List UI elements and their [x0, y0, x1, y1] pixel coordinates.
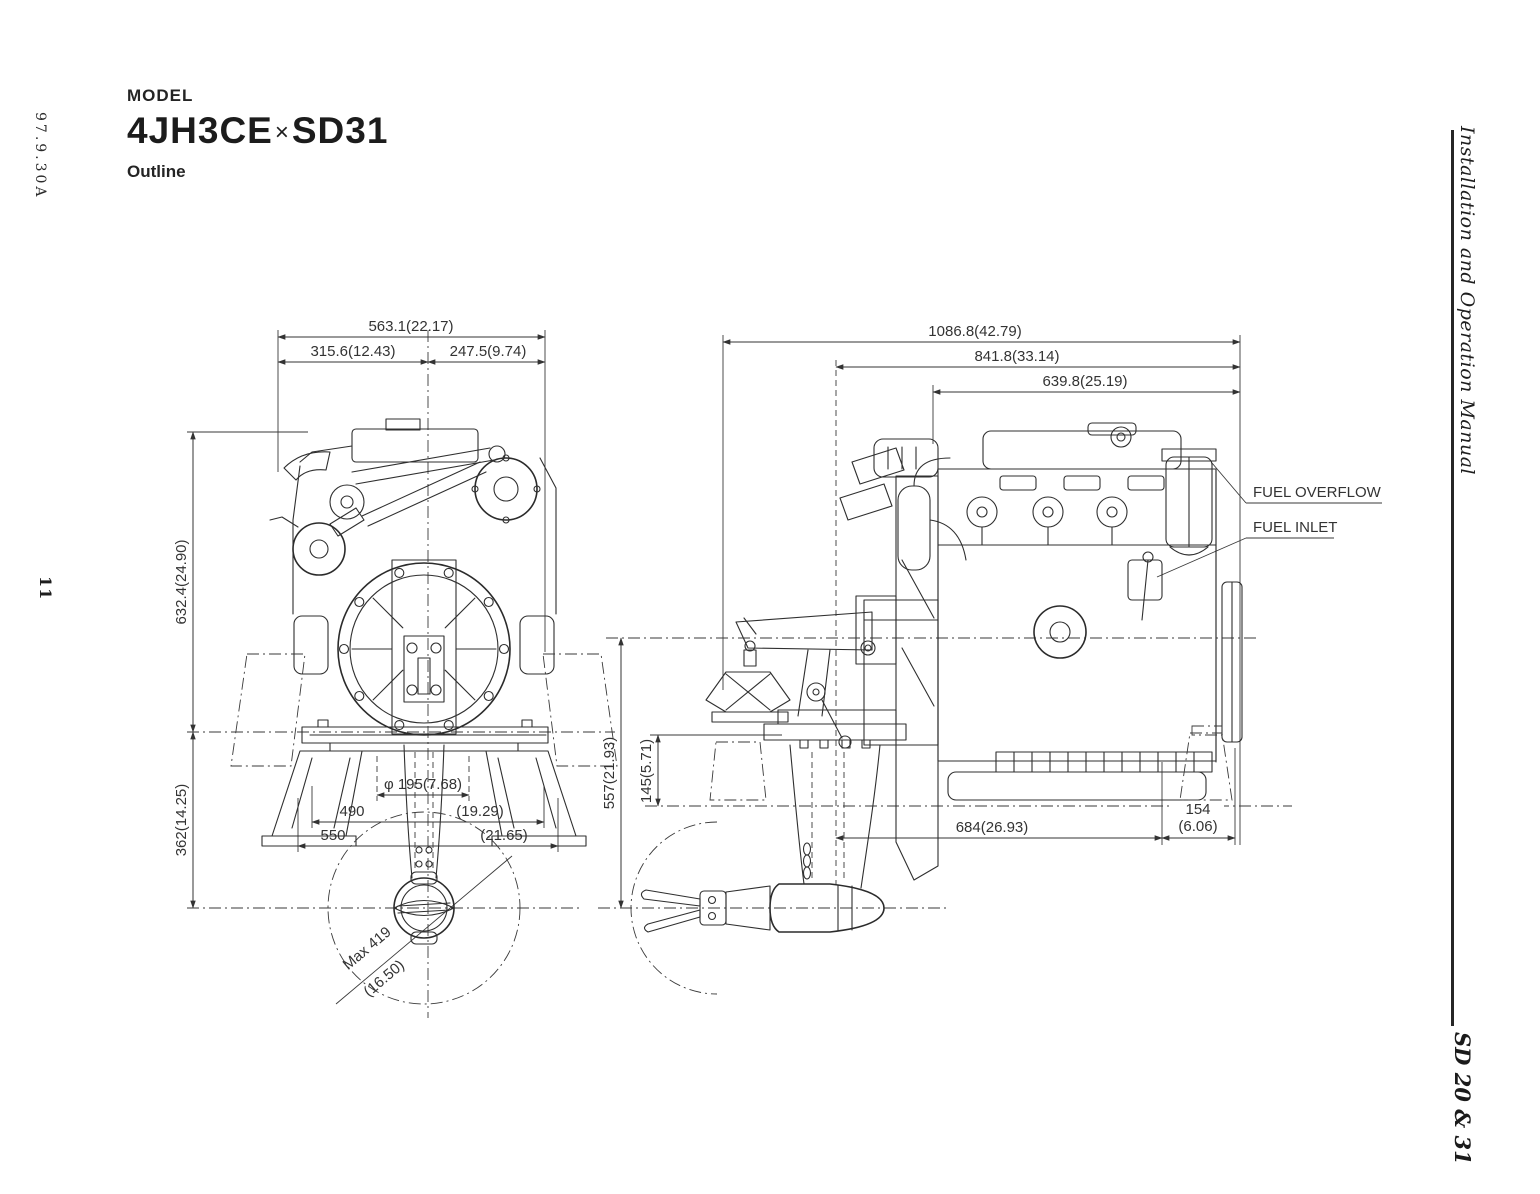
- front-phantom-foot-left: [230, 653, 306, 767]
- side-phantom-foot-right: [1179, 732, 1233, 801]
- side-phantom-foot-left: [709, 741, 767, 801]
- dim-overall-length: 1086.8(42.79): [928, 323, 1021, 340]
- revision-date-code: 97.9.30A: [32, 112, 48, 200]
- propeller-blade: [640, 889, 701, 907]
- propeller-blade: [643, 909, 701, 933]
- model-label: MODEL: [127, 86, 194, 105]
- dim-width-left: 315.6(12.43): [310, 343, 395, 360]
- dim-center-to-rear: 684(26.93): [956, 819, 1029, 836]
- dim-rear-foot-in: (6.06): [1178, 818, 1217, 835]
- front-view: 563.1(22.17) 315.6(12.43) 247.5(9.74) 63…: [173, 318, 618, 1018]
- side-view-engine: [630, 422, 1243, 995]
- page-number: 11: [36, 576, 55, 601]
- dim-height-below-mount: 362(14.25): [173, 784, 190, 857]
- dim-rear-foot-mm: 154: [1185, 801, 1210, 818]
- side-view: 1086.8(42.79) 841.8(33.14) 639.8(25.19) …: [598, 323, 1382, 995]
- right-margin-rule: [1451, 130, 1454, 1026]
- dim-hole-diameter: φ 195(7.68): [384, 776, 462, 793]
- prop-swing-circle: [327, 811, 521, 1005]
- dim-overall-width: 563.1(22.17): [368, 318, 453, 335]
- model-prefix: 4JH3CE: [127, 110, 273, 151]
- page-header: MODEL 4JH3CE×SD31 Outline: [127, 86, 388, 182]
- dim-height-to-prop-axis: 557(21.93): [601, 737, 618, 810]
- prop-swing-leader: [335, 855, 513, 1005]
- dim-span490-mm: 490: [339, 803, 364, 820]
- manual-title: Installation and Operation Manual: [1456, 126, 1478, 476]
- dim-flange-height: 145(5.71): [638, 739, 655, 803]
- model-suffix: SD31: [291, 110, 389, 151]
- dim-engine-length: 639.8(25.19): [1042, 373, 1127, 390]
- dim-span490-in: (19.29): [456, 803, 504, 820]
- front-phantom-foot-right: [542, 653, 618, 767]
- dim-length-to-rear: 841.8(33.14): [974, 348, 1059, 365]
- model-value: 4JH3CE×SD31: [127, 110, 388, 152]
- series-title: SD 20 & 31: [1450, 1032, 1475, 1165]
- label-fuel-overflow: FUEL OVERFLOW: [1253, 484, 1382, 501]
- label-fuel-inlet: FUEL INLET: [1253, 519, 1337, 536]
- multiply-sign: ×: [274, 119, 290, 146]
- dim-width-right: 247.5(9.74): [450, 343, 527, 360]
- front-view-engine: [230, 418, 618, 1005]
- section-title: Outline: [127, 162, 186, 181]
- prop-swing-arc: [630, 821, 718, 995]
- dim-height-above-mount: 632.4(24.90): [173, 539, 190, 624]
